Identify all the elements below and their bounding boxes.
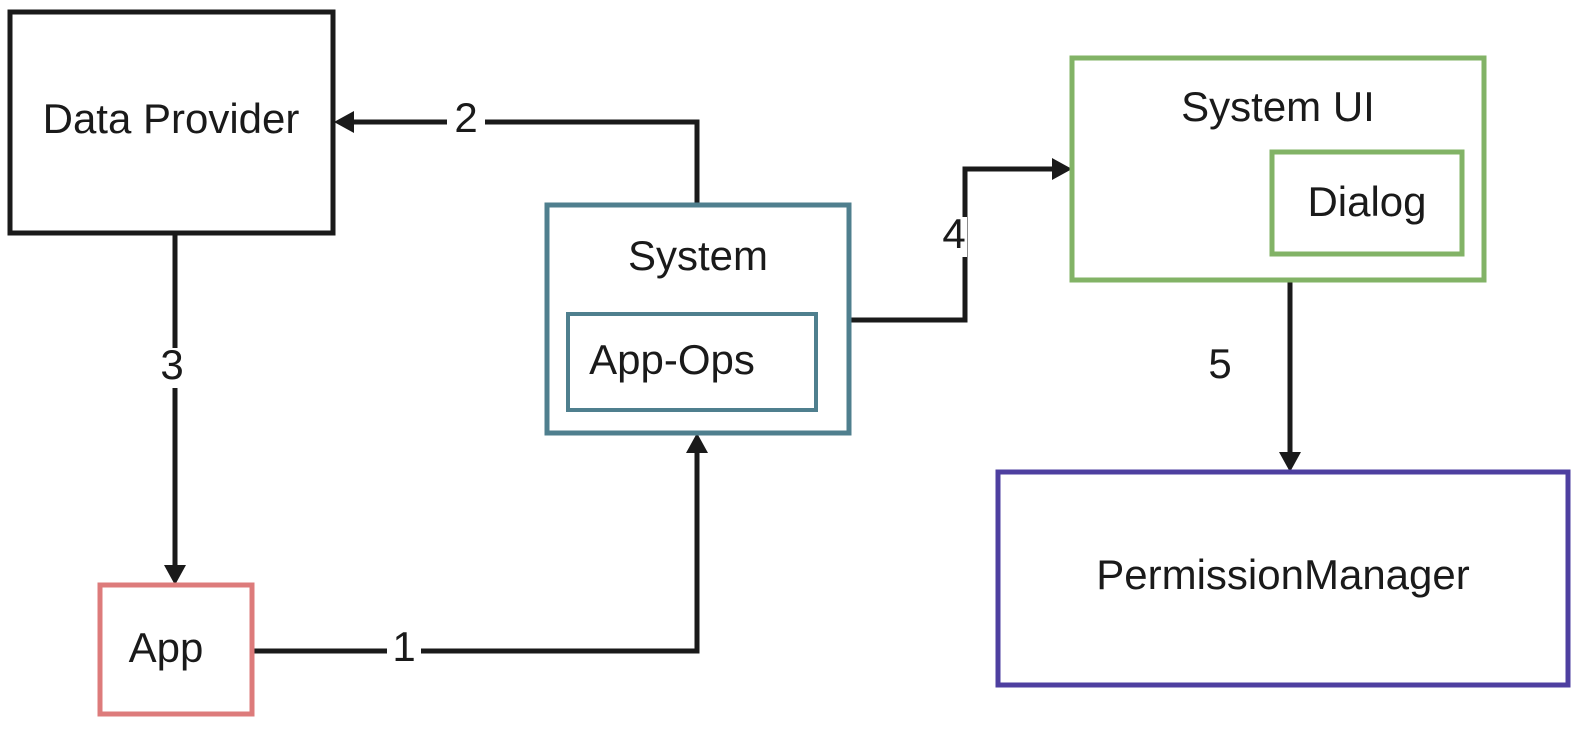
- node-box-app-ops[interactable]: [566, 312, 818, 412]
- node-label-app: App: [129, 624, 204, 671]
- node-label-app-ops: App-Ops: [589, 336, 755, 383]
- edge-1: [252, 433, 708, 654]
- edge-line-1: [252, 448, 700, 654]
- edge-label-group-1: 1: [387, 623, 421, 670]
- node-dialog[interactable]: Dialog: [1269, 149, 1465, 257]
- edge-label-1: 1: [392, 623, 415, 670]
- node-app-ops[interactable]: App-Ops: [566, 312, 818, 412]
- node-box-permission-manager[interactable]: [995, 469, 1571, 688]
- arrowhead-2: [334, 111, 354, 133]
- node-data-provider[interactable]: Data Provider: [7, 9, 336, 236]
- node-label-system-ui: System UI: [1181, 83, 1375, 130]
- edge-label-group-2: 2: [447, 94, 485, 141]
- arrowhead-4: [1052, 158, 1072, 180]
- arrowhead-1: [686, 433, 708, 453]
- node-permission-manager[interactable]: PermissionManager: [995, 469, 1571, 688]
- edge-3: [164, 233, 186, 585]
- node-label-system: System: [628, 232, 768, 279]
- node-box-dialog[interactable]: [1269, 149, 1465, 257]
- edge-2: [334, 111, 700, 205]
- node-app[interactable]: App: [97, 582, 255, 717]
- edge-labels-layer: 1 2 3 4 5: [159, 94, 1232, 670]
- edge-label-group-4: 4: [941, 210, 967, 257]
- edge-label-group-5: 5: [1208, 340, 1231, 387]
- arrowhead-5: [1279, 452, 1301, 472]
- edge-label-knockout-2: [447, 111, 485, 131]
- node-box-app[interactable]: [97, 582, 255, 717]
- edge-5: [1279, 280, 1301, 472]
- node-label-permission-manager: PermissionManager: [1096, 551, 1470, 598]
- node-box-data-provider[interactable]: [7, 9, 336, 236]
- edge-line-2: [350, 119, 700, 205]
- edge-label-knockout-3: [159, 348, 185, 388]
- arrowhead-3: [164, 565, 186, 585]
- edge-label-group-3: 3: [159, 341, 185, 388]
- node-label-data-provider: Data Provider: [43, 95, 300, 142]
- edge-label-2: 2: [454, 94, 477, 141]
- edge-label-4: 4: [942, 210, 965, 257]
- edge-label-knockout-1: [387, 640, 421, 660]
- edge-label-5: 5: [1208, 340, 1231, 387]
- edge-label-knockout-4: [941, 217, 967, 257]
- node-label-dialog: Dialog: [1307, 178, 1426, 225]
- edge-label-3: 3: [160, 341, 183, 388]
